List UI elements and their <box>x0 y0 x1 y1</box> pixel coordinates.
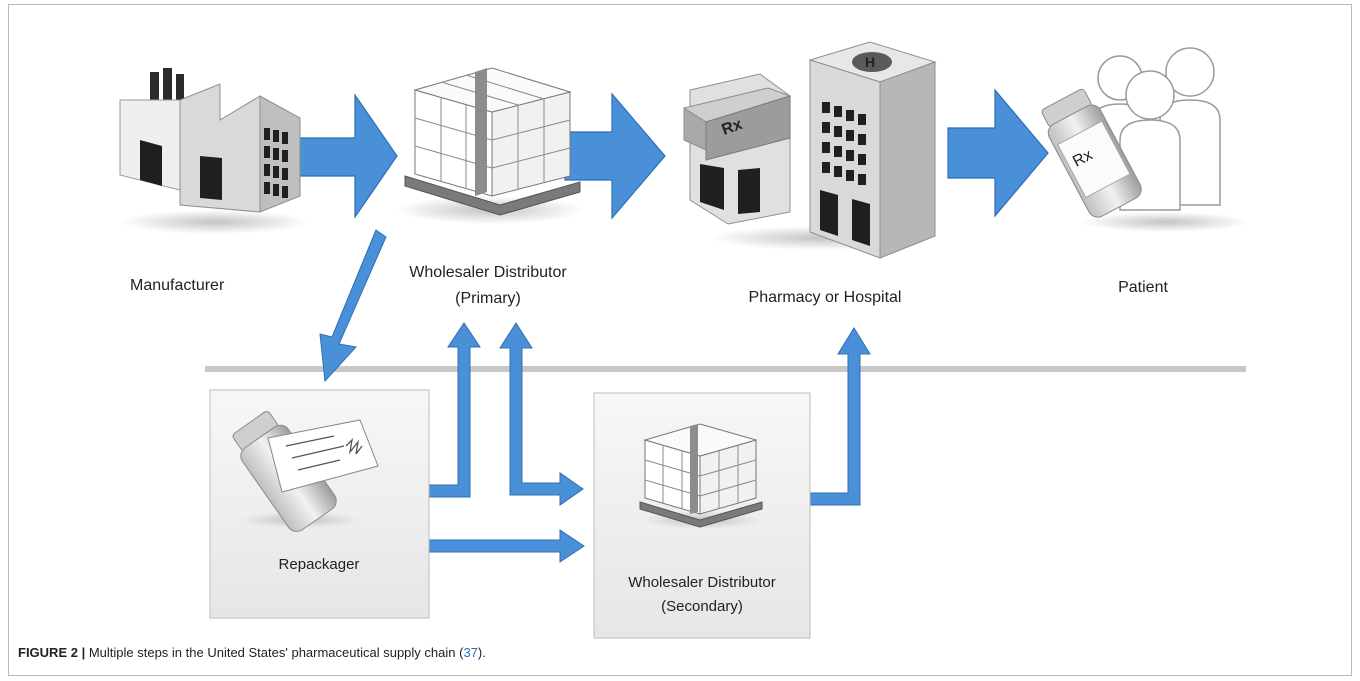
caption-text: Multiple steps in the United States' pha… <box>85 645 464 660</box>
pharmacy-rx-sign: Rx <box>720 116 745 139</box>
wholesaler-secondary-box: Wholesaler Distributor (Secondary) <box>593 392 811 639</box>
caption-end: ). <box>477 645 486 660</box>
label-wholesaler-primary-2: (Primary) <box>455 290 521 307</box>
arrow-hospital-to-patient <box>947 88 1049 218</box>
label-pharmacy-hospital: Pharmacy or Hospital <box>749 289 902 306</box>
flow-arrows-top <box>299 88 1049 220</box>
pallet-icon-secondary <box>639 423 763 528</box>
label-manufacturer: Manufacturer <box>130 277 225 294</box>
arrow-repackager-to-secondary <box>427 529 585 563</box>
repackager-box: Repackager <box>209 389 430 619</box>
arrow-wholesaler-to-pharmacy <box>564 92 666 220</box>
patient-icon: Rx <box>1041 47 1250 232</box>
caption-figure-label: FIGURE 2 | <box>18 645 86 660</box>
label-repackager: Repackager <box>279 556 360 573</box>
arrow-secondary-to-pharmacy <box>809 327 871 506</box>
caption-reference-link[interactable]: 37 <box>463 645 478 660</box>
hospital-h-sign: H <box>865 54 875 70</box>
label-patient: Patient <box>1118 279 1168 296</box>
factory-icon <box>119 68 310 234</box>
flow-arrows-bottom <box>319 229 871 563</box>
arrow-primary-secondary-two-way <box>499 322 584 506</box>
pallet-icon-primary <box>395 67 585 224</box>
arrow-repackager-to-primary <box>427 322 481 498</box>
pharmacy-hospital-icon: Rx H <box>682 41 937 259</box>
label-wholesaler-secondary-2: (Secondary) <box>661 598 743 615</box>
arrow-manufacturer-to-wholesaler <box>299 93 398 219</box>
figure-frame <box>8 4 1352 676</box>
figure-caption: FIGURE 2 | Multiple steps in the United … <box>18 645 486 660</box>
arrow-wholesaler-to-repackager <box>319 229 387 383</box>
label-wholesaler-primary-1: Wholesaler Distributor <box>409 264 567 281</box>
label-wholesaler-secondary-1: Wholesaler Distributor <box>628 574 776 591</box>
